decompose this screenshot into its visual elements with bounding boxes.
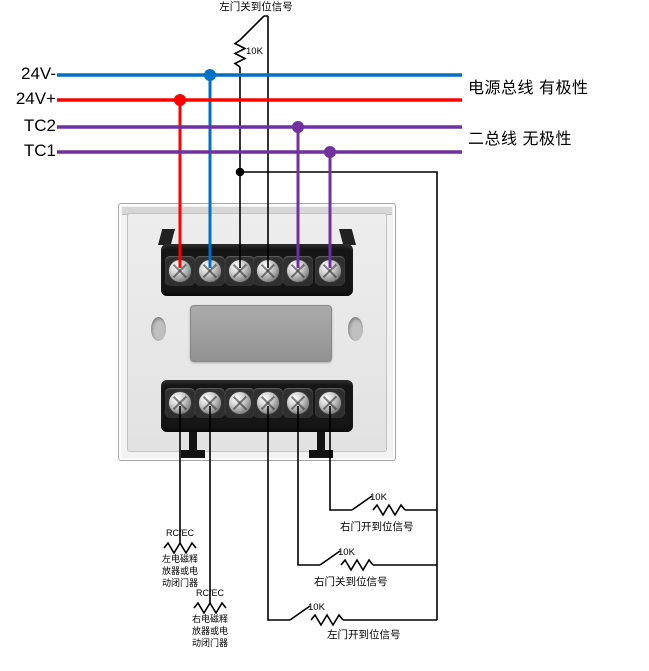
device2-coil-icon <box>193 601 227 615</box>
screw-icon <box>228 391 252 415</box>
module-foot-right <box>317 432 325 452</box>
loop3-switch-icon <box>289 605 311 621</box>
junction-dot <box>235 167 245 177</box>
module-label-plate <box>190 305 332 362</box>
loop1-resistor-value: 10K <box>370 492 387 503</box>
module-foot-right-bar <box>309 450 333 458</box>
screw-icon <box>318 391 342 415</box>
terminal-screw <box>165 388 195 418</box>
device1-coil-icon <box>163 541 197 555</box>
label-tc2: TC2 <box>23 116 56 135</box>
module-foot-left-bar <box>181 450 205 458</box>
annotation-power-bus: 电源总线 有极性 <box>468 80 589 97</box>
module-mount-tab-left <box>158 229 175 245</box>
terminal-screw <box>283 388 313 418</box>
loop3-label: 左门开到位信号 <box>327 629 401 641</box>
terminal-screw <box>315 388 345 418</box>
terminal-screw <box>225 388 255 418</box>
screw-icon <box>256 391 280 415</box>
module-side-hole-left <box>151 317 166 341</box>
terminal-screw <box>225 256 255 286</box>
screw-icon <box>168 391 192 415</box>
device1-name-line1: 左电磁释 <box>161 554 198 564</box>
label-tc1: TC1 <box>23 141 56 160</box>
terminal-screw <box>165 256 195 286</box>
loop2-resistor-value: 10K <box>338 547 355 558</box>
terminal-screw <box>195 388 225 418</box>
loop2-resistor-icon <box>340 558 437 572</box>
terminal-screw <box>283 256 313 286</box>
screw-icon <box>286 259 310 283</box>
device1-tag: RC/EC <box>165 528 194 538</box>
top-resistor-value: 10K <box>246 46 263 57</box>
top-resistor-icon <box>233 39 247 68</box>
annotation-signal-bus: 二总线 无极性 <box>468 131 572 148</box>
loop1-resistor-icon <box>372 503 437 517</box>
screw-icon <box>286 391 310 415</box>
terminal-screw <box>315 256 345 286</box>
screw-icon <box>198 391 222 415</box>
junction-dot-24v-plus <box>174 94 186 106</box>
device2-name-line2: 放器或电 <box>191 626 228 636</box>
device1-name-line3: 动闭门器 <box>161 578 198 588</box>
top-switch-icon <box>239 15 268 41</box>
loop2-switch-icon <box>319 550 341 566</box>
screw-icon <box>256 259 280 283</box>
screw-icon <box>318 259 342 283</box>
loop2-label: 右门关到位信号 <box>314 576 388 588</box>
terminal-screw <box>253 388 283 418</box>
top-circuit-label: 左门关到位信号 <box>219 1 293 13</box>
device2-name-line3: 动闭门器 <box>191 638 228 648</box>
device2-tag: RC/EC <box>195 588 224 598</box>
screw-icon <box>198 259 222 283</box>
device2-name-line1: 右电磁释 <box>191 614 228 624</box>
device2-name: 右电磁释 放器或电 动闭门器 <box>182 613 238 649</box>
loop1-label: 右门开到位信号 <box>340 521 414 533</box>
label-24v-plus: 24V+ <box>15 89 56 108</box>
loop3-resistor-value: 10K <box>308 602 325 613</box>
junction-dot-tc2 <box>292 121 304 133</box>
junction-dot-tc1 <box>324 146 336 158</box>
module-side-hole-right <box>348 317 363 341</box>
loop3-resistor-icon <box>310 613 437 627</box>
terminal-screw <box>253 256 283 286</box>
junction-dot-24v-minus <box>204 69 216 81</box>
terminal-screw <box>195 256 225 286</box>
screw-icon <box>228 259 252 283</box>
screw-icon <box>168 259 192 283</box>
loop1-switch-icon <box>351 495 373 511</box>
device1-name-line2: 放器或电 <box>161 566 198 576</box>
device1-name: 左电磁释 放器或电 动闭门器 <box>152 553 208 589</box>
label-24v-minus: 24V- <box>21 64 56 83</box>
module-foot-left <box>189 432 197 452</box>
